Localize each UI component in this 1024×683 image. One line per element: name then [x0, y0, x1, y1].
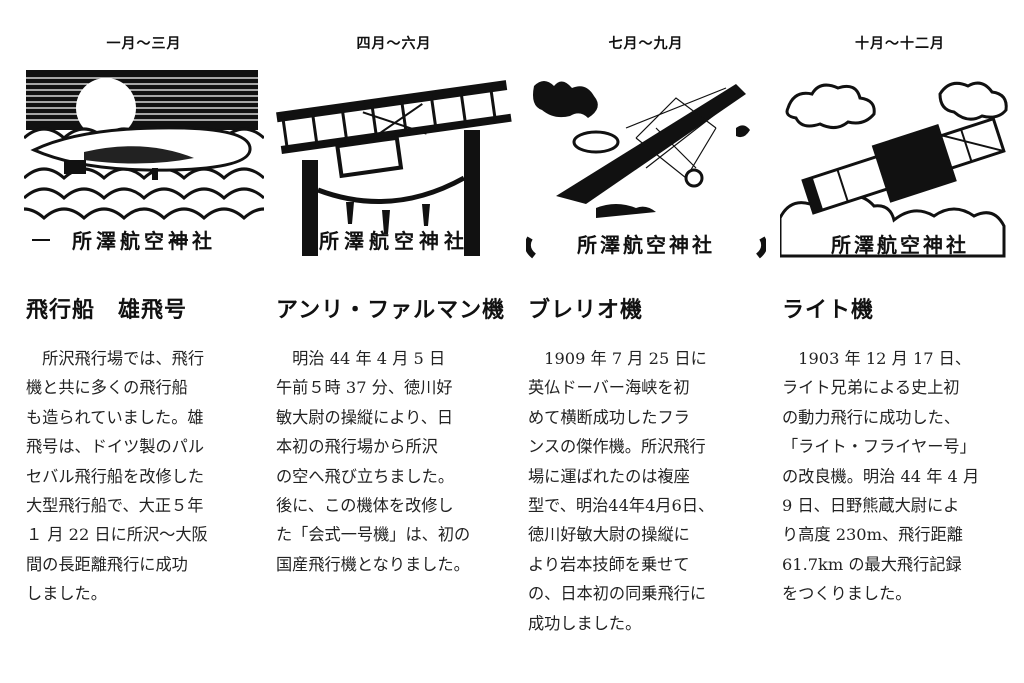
description-line: の空へ飛び立ちました。 — [276, 466, 455, 486]
airship-icon: 所澤航空神社 — [24, 70, 264, 253]
description-line: 場に運ばれたのは複座 — [528, 466, 690, 486]
svg-text:所澤航空神社: 所澤航空神社 — [577, 233, 715, 257]
description-line: 成功しました。 — [528, 613, 642, 633]
aircraft-title: アンリ・ファルマン機 — [276, 297, 506, 323]
season-label: 十月～十二月 — [855, 36, 945, 52]
description-line: た「会式一号機」は、初の — [276, 525, 471, 545]
description-text: 1909 年 7 月 25 日に 英仏ドーバー海峡を初 めて横断成功したフラ ン… — [528, 344, 760, 638]
description-line: ライト兄弟による史上初 — [782, 378, 960, 398]
description-line: の動力飛行に成功した、 — [782, 407, 961, 427]
farman-stamp-image: 所澤航空神社 — [274, 68, 514, 266]
description-line: 61.7km の最大飛行記録 — [782, 554, 962, 574]
monoplane-icon: 所澤航空神社 — [526, 81, 766, 259]
description-line: の改良機。明治 44 年 4 月 — [782, 466, 980, 486]
description-text: 所沢飛行場では、飛行 機と共に多くの飛行船 も造られていました。雄 飛号は、ドイ… — [26, 344, 258, 609]
bleriot-stamp-image: 所澤航空神社 — [526, 68, 766, 266]
description-line: 本初の飛行場から所沢 — [276, 437, 438, 457]
description-line: り高度 230m、飛行距離 — [782, 525, 963, 545]
svg-text:所澤航空神社: 所澤航空神社 — [319, 229, 469, 253]
description-line: 明治 44 年 4 月 5 日 — [276, 349, 446, 368]
description-line: セバル飛行船を改修した — [26, 466, 205, 486]
wright-stamp-image: 所澤航空神社 — [780, 68, 1020, 266]
stamp-column-apr-jun: 四月～六月 所澤航空神社 — [274, 0, 514, 683]
description-line: 午前５時 37 分、徳川好 — [276, 378, 453, 398]
aircraft-title: ライト機 — [782, 297, 875, 323]
description-text: 1903 年 12 月 17 日、 ライト兄弟による史上初 の動力飛行に成功した… — [782, 344, 1014, 609]
description-line: ンスの傑作機。所沢飛行 — [528, 437, 706, 457]
description-line: 1909 年 7 月 25 日に — [528, 349, 707, 368]
description-line: の、日本初の同乗飛行に — [528, 584, 707, 604]
description-line: 間の長距離飛行に成功 — [26, 554, 188, 574]
description-line: 所沢飛行場では、飛行 — [26, 349, 205, 368]
aircraft-title: ブレリオ機 — [528, 297, 644, 323]
description-line: 大型飛行船で、大正５年 — [26, 496, 204, 516]
stamp-column-jan-mar: 一月～三月 所澤航空神社 飛行船 雄飛号 — [24, 0, 264, 683]
description-line: 敏大尉の操縦により、日 — [276, 407, 454, 427]
description-line: 1903 年 12 月 17 日、 — [782, 349, 972, 368]
description-line: 国産飛行機となりました。 — [276, 554, 470, 574]
wright-flyer-icon: 所澤航空神社 — [780, 81, 1008, 258]
description-line: 機と共に多くの飛行船 — [26, 378, 188, 398]
stamp-column-jul-sep: 七月～九月 所澤航空神社 ブレリオ機 1909 年 7 月 25 日に 英仏ドー… — [526, 0, 766, 683]
svg-text:所澤航空神社: 所澤航空神社 — [72, 229, 216, 253]
description-line: 9 日、日野熊蔵大尉によ — [782, 496, 960, 516]
season-label: 四月～六月 — [356, 36, 432, 52]
description-text: 明治 44 年 4 月 5 日 午前５時 37 分、徳川好 敏大尉の操縦により、… — [276, 344, 508, 579]
stamp-column-oct-dec: 十月～十二月 所澤航空神社 ライト機 1903 年 12 月 17 日、 ライト… — [780, 0, 1020, 683]
description-line: めて横断成功したフラ — [528, 407, 690, 427]
svg-text:所澤航空神社: 所澤航空神社 — [831, 233, 969, 257]
biplane-torii-icon: 所澤航空神社 — [276, 80, 512, 256]
airship-stamp-image: 所澤航空神社 — [24, 68, 264, 266]
description-line: 徳川好敏大尉の操縦に — [528, 525, 690, 545]
description-line: より岩本技師を乗せて — [528, 554, 690, 574]
description-line: しました。 — [26, 584, 107, 604]
description-line: をつくりました。 — [782, 584, 912, 604]
description-line: 英仏ドーバー海峡を初 — [528, 378, 690, 398]
description-line: も造られていました。雄 — [26, 407, 204, 427]
season-label: 七月～九月 — [608, 36, 684, 52]
description-line: 飛号は、ドイツ製のパル — [26, 437, 205, 457]
description-line: 「ライト・フライヤー号」 — [782, 437, 976, 457]
description-line: 後に、この機体を改修し — [276, 496, 454, 516]
season-label: 一月～三月 — [106, 36, 182, 52]
description-line: １ 月 22 日に所沢～大阪 — [26, 525, 208, 545]
description-line: 型で、明治44年4月6日、 — [528, 496, 715, 516]
aircraft-title: 飛行船 雄飛号 — [26, 297, 188, 323]
